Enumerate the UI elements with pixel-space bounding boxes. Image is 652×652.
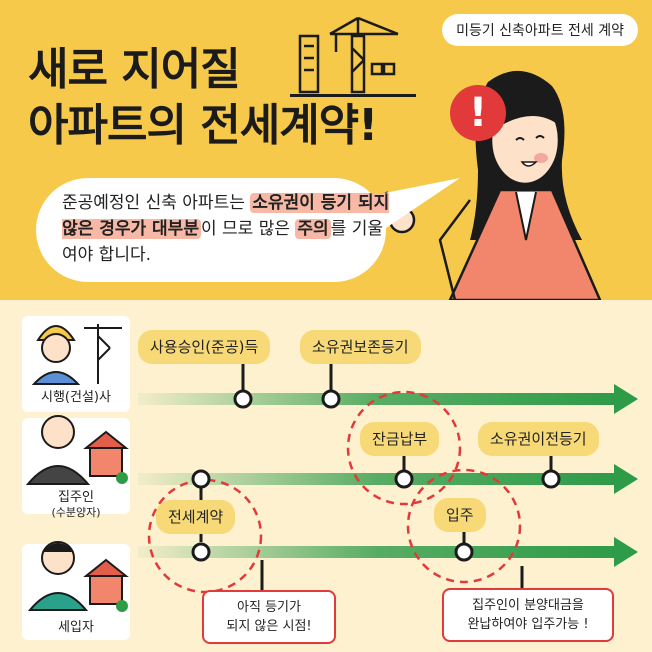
- arrow-head-owner: [614, 464, 638, 494]
- note-not-registered: 아직 등기가 되지 않은 시점!: [202, 590, 336, 644]
- role-label-tenant: 세입자: [58, 620, 94, 635]
- event-transfer-registration: 소유권이전등기: [478, 422, 599, 456]
- arrow-head-tenant: [614, 537, 638, 567]
- role-label-owner: 집주인: [58, 490, 94, 505]
- topic-tag: 미등기 신축아파트 전세 계약: [442, 14, 638, 46]
- construction-icon: [298, 16, 399, 94]
- role-panel-developer: [22, 316, 130, 412]
- dashed-circle-movein: [406, 468, 522, 584]
- event-balance-payment: 잔금납부: [360, 422, 440, 456]
- tenant-avatar: [27, 541, 129, 612]
- timeline-bar-owner: [138, 473, 616, 485]
- woman-illustration: !: [384, 70, 602, 300]
- event-approval: 사용승인(준공)득: [138, 330, 271, 364]
- title-underline: [290, 94, 416, 97]
- event-move-in: 입주: [434, 498, 486, 532]
- node-contract-owner: [191, 469, 211, 489]
- exclamation-icon: [450, 85, 506, 141]
- highlight-caution: 주의: [295, 219, 331, 239]
- event-ownership-registration: 소유권보존등기: [300, 330, 421, 364]
- dashed-circle-balance: [346, 390, 462, 506]
- event-lease-contract: 전세계약: [156, 500, 236, 534]
- role-sublabel-owner: (수분양자): [51, 506, 101, 519]
- page-title-line1: 새로 지어질: [28, 44, 241, 95]
- node-contract-tenant: [191, 542, 211, 562]
- svg-text:!: !: [469, 90, 487, 136]
- worker-avatar: [31, 324, 122, 385]
- note-full-payment: 집주인이 분양대금을 완납하여야 입주가능 !: [442, 588, 614, 642]
- node-balance: [394, 469, 414, 489]
- timeline-bar-developer: [138, 393, 616, 405]
- role-label-developer: 시행(건설)사: [41, 390, 111, 405]
- arrow-head-developer: [614, 384, 638, 414]
- node-transfer-reg: [541, 469, 561, 489]
- node-approval: [233, 389, 253, 409]
- node-ownership-reg: [321, 389, 341, 409]
- node-movein: [454, 542, 474, 562]
- page-title-line2: 아파트의 전세계약!: [28, 100, 378, 151]
- speech-bubble-tail: [370, 178, 460, 232]
- owner-avatar: [25, 415, 129, 485]
